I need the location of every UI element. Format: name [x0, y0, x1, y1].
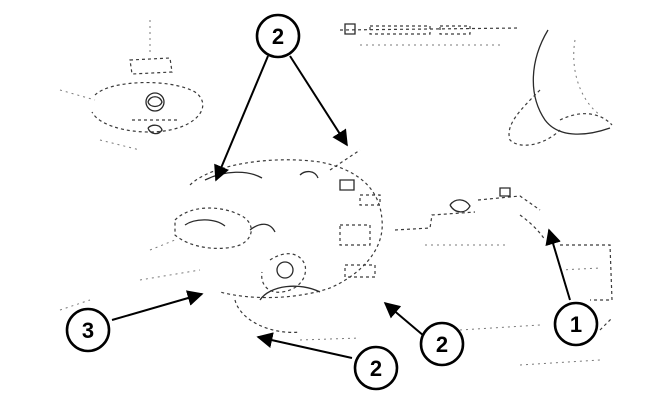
leader-arrow-left	[111, 290, 204, 321]
leader-arrow-bottom-middle	[256, 332, 353, 359]
callout-bottom-middle-number: 2	[370, 356, 382, 381]
mechanical-sketch	[59, 20, 613, 366]
callout-left: 3	[65, 307, 111, 353]
callout-bottom-right: 2	[419, 321, 465, 367]
top-label-strip	[339, 23, 521, 46]
leader-arrow-top-to-right	[289, 55, 348, 147]
central-main-assembly	[139, 149, 383, 333]
leader-arrows	[111, 55, 571, 359]
detached-component-upper-left	[59, 20, 204, 151]
callout-top-number: 2	[272, 24, 284, 49]
callout-left-number: 3	[82, 318, 94, 343]
leader-arrow-bottom-right	[383, 301, 425, 337]
lower-detail-strokes	[59, 299, 613, 366]
leader-arrow-top-to-left	[214, 55, 269, 182]
upper-right-assembly	[508, 29, 613, 146]
middle-right-linkage	[394, 187, 613, 301]
callout-right-number: 1	[570, 312, 582, 337]
callout-right: 1	[553, 301, 599, 347]
callout-bottom-right-number: 2	[436, 332, 448, 357]
callout-bottom-middle: 2	[353, 345, 399, 391]
callout-top: 2	[255, 13, 301, 59]
leader-arrow-right	[545, 228, 571, 301]
